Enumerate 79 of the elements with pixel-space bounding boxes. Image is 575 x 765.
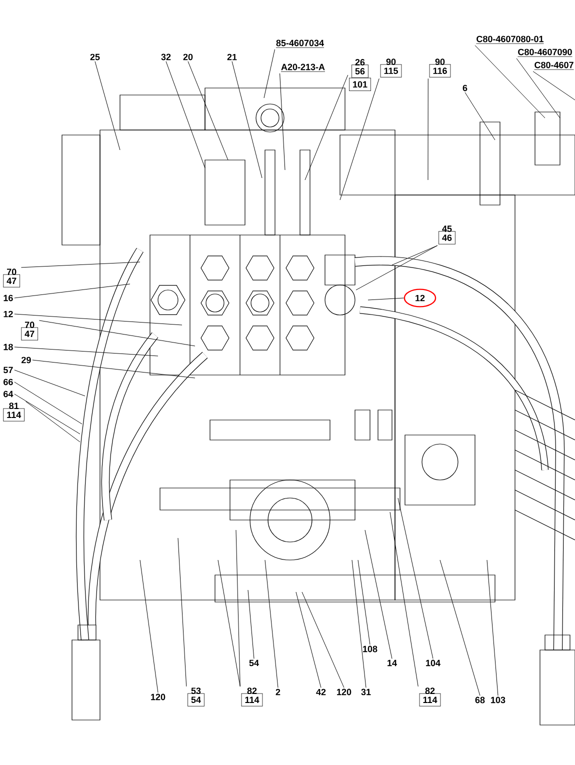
leader-line xyxy=(14,314,182,326)
callout-number: 57 xyxy=(3,366,13,374)
callout-number: C80-4607 xyxy=(534,62,574,70)
leader-line xyxy=(368,298,404,300)
callout-number: C80-4607080-01 xyxy=(476,36,544,44)
callout-number: 90 115 xyxy=(380,58,402,78)
callout-number: 21 xyxy=(227,54,237,60)
leader-line xyxy=(218,560,240,687)
callout-number: 6 xyxy=(462,84,468,92)
leader-line xyxy=(304,74,348,180)
callout-number: 81 114 xyxy=(3,402,25,422)
callout-number: 68 xyxy=(475,696,485,704)
callout-number: 42 xyxy=(316,688,326,696)
callout-number: 120 xyxy=(151,694,166,700)
leader-line xyxy=(14,394,80,434)
callout-number: 64 xyxy=(4,390,14,398)
callout-number: 12 xyxy=(4,310,13,318)
callout-number: 82 114 xyxy=(419,688,441,706)
leader-line xyxy=(248,590,254,659)
leader-line xyxy=(280,73,286,170)
leader-line xyxy=(474,45,546,118)
callout-number: C80-4607090 xyxy=(518,48,572,57)
callout-number: 103 xyxy=(491,696,506,704)
leader-line xyxy=(264,49,276,98)
leader-line xyxy=(340,78,380,200)
callout-number: 54 xyxy=(249,660,259,666)
leader-line xyxy=(302,592,344,688)
leader-line xyxy=(296,592,322,688)
leader-line xyxy=(232,61,262,178)
callout-number: 29 xyxy=(22,356,31,364)
leader-line xyxy=(236,530,240,687)
leader-line xyxy=(440,560,480,696)
callout-number: 53 54 xyxy=(187,688,205,706)
leader-line xyxy=(188,61,228,160)
callout-number: 16 xyxy=(4,294,13,302)
circled-callout-number: 12 xyxy=(404,288,436,308)
callout-number: 108 xyxy=(363,646,378,652)
callout-number: 26 56 101 xyxy=(348,59,372,91)
leader-line xyxy=(14,382,82,424)
leader-line xyxy=(32,360,196,378)
leader-line xyxy=(38,320,196,346)
leader-line xyxy=(486,560,498,696)
leader-line xyxy=(364,530,392,659)
leader-line xyxy=(14,346,158,356)
leader-line xyxy=(140,560,158,693)
leader-line xyxy=(14,284,130,298)
callout-number: 18 xyxy=(4,344,13,350)
callout-number: 85-4607034 xyxy=(276,40,324,48)
leader-line xyxy=(178,538,187,687)
callout-number: 82 114 xyxy=(241,688,263,706)
callout-number: 14 xyxy=(388,660,397,666)
leader-line xyxy=(398,498,434,659)
leader-line xyxy=(532,71,575,100)
callout-number: 70 47 xyxy=(3,268,20,288)
callout-number: 104 xyxy=(426,660,440,666)
callout-number: A20-213-A xyxy=(280,64,326,72)
leader-line xyxy=(358,560,370,645)
leader-line xyxy=(464,92,496,140)
callout-number: 32 xyxy=(161,54,171,60)
callout-number: 20 xyxy=(183,54,193,60)
leader-line xyxy=(14,370,86,396)
callout-number: 90 116 xyxy=(429,58,451,78)
leader-line xyxy=(166,61,206,168)
leader-line xyxy=(356,245,438,290)
callout-number: 70 47 xyxy=(21,322,38,340)
callout-number: 25 xyxy=(90,54,100,60)
callout-number: 45 46 xyxy=(438,226,456,244)
callout-number: 31 xyxy=(361,688,371,696)
leader-line xyxy=(264,560,278,688)
leader-line xyxy=(392,245,438,266)
callout-number: 66 xyxy=(4,378,13,386)
leader-line xyxy=(20,262,140,268)
leader-line xyxy=(94,61,120,150)
leader-line xyxy=(25,401,80,442)
leader-line xyxy=(352,560,366,688)
leader-line xyxy=(516,58,560,118)
leader-line xyxy=(390,512,418,687)
callout-number: 120 xyxy=(337,688,352,696)
callout-number: 2 xyxy=(276,688,280,696)
